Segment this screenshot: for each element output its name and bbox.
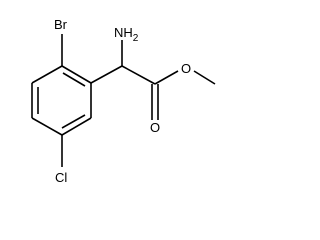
bromine-label: Br [54,17,68,32]
ether-oxygen-label: O [181,61,191,76]
ring-double-bond-c3-c4 [61,114,86,129]
bond-carbonyl-ether-o [154,70,179,85]
ring-bond-c1-c2 [61,65,92,84]
ring-bond-c3-c4 [61,117,92,136]
amine-subscript: 2 [133,33,139,44]
ring-bond-c6-c1 [31,65,63,84]
structure-diagram: Br NH2 O O Cl [31,17,216,185]
bond-o-methyl [193,70,216,85]
ring-bond-c4-c5 [31,117,63,136]
amine-label: NH2 [114,25,139,44]
bond-ring-alpha [90,65,123,84]
chlorine-label: Cl [55,170,67,185]
carbonyl-oxygen-label: O [150,120,160,135]
bond-alpha-carbonyl [121,65,156,85]
ring-double-bond-c1-c2 [62,72,86,87]
